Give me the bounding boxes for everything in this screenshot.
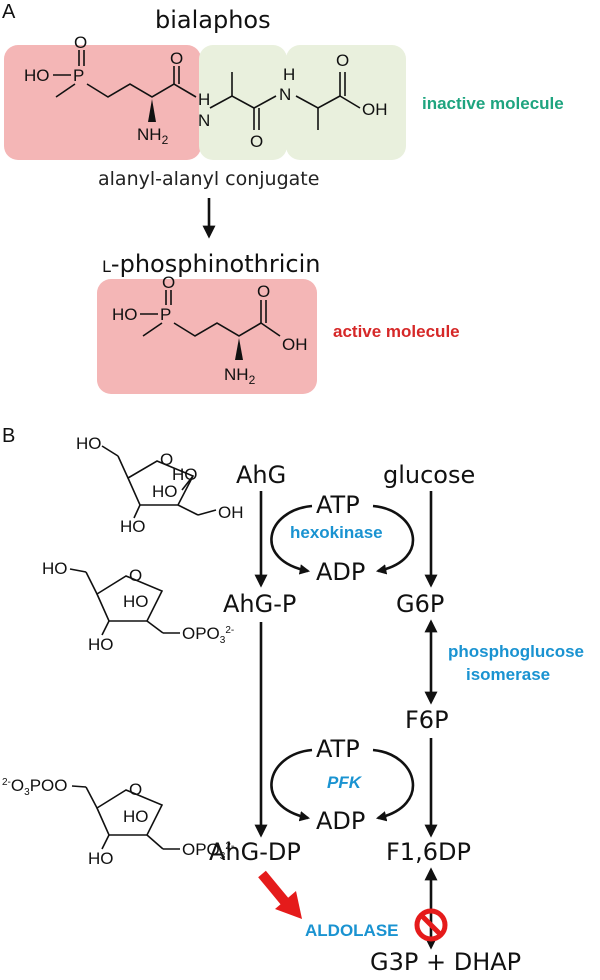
ppt-nh2: NH2 <box>224 365 256 387</box>
phosphoglucose-label: phosphoglucose <box>448 642 584 661</box>
phosphinothricin-structure: HO P O O OH NH2 <box>112 273 308 387</box>
ahg-p-structure: O HO HO HO OPO32- <box>42 559 234 654</box>
isomerase-label: isomerase <box>466 665 550 684</box>
active-molecule-label: active molecule <box>333 322 460 341</box>
ahg-p-label: AhG-P <box>223 590 296 618</box>
atp-label-1: ATP <box>316 491 360 519</box>
bialaphos-p-oxygen: O <box>74 33 87 52</box>
adp-label-1: ADP <box>316 558 365 586</box>
bialaphos-carbonyl-o1: O <box>170 49 183 68</box>
ahg-dp-structure: O 2-O3POO HO HO OPO32- <box>2 776 234 868</box>
ahgp-ho-top: HO <box>42 559 68 578</box>
bialaphos-title: bialaphos <box>155 6 271 34</box>
g6p-label: G6P <box>396 590 444 618</box>
inactive-molecule-label: inactive molecule <box>422 94 564 113</box>
bialaphos-carbonyl-o2: O <box>250 132 263 151</box>
ppt-ho: HO <box>112 305 138 324</box>
bialaphos-structure: HO P O O NH2 N H O N H O OH <box>24 33 388 151</box>
atp-adp-curve-left-2 <box>270 748 313 822</box>
pfk-label: PFK <box>327 773 363 792</box>
ahgdp-ring-o: O <box>129 780 142 799</box>
ahg-oh: OH <box>218 503 244 522</box>
bialaphos-acid-o: O <box>336 51 349 70</box>
aldolase-red-arrow <box>258 870 302 919</box>
atp-adp-curve-left-1 <box>270 504 313 575</box>
ahgp-ho-middle: HO <box>123 592 149 611</box>
inhibition-icon <box>414 908 448 942</box>
ahgp-ho-bottom: HO <box>88 635 114 654</box>
ahg-ho-top: HO <box>76 434 102 453</box>
ahgdp-opo3-left: 2-O3POO <box>2 776 68 798</box>
ahg-label: AhG <box>236 461 286 489</box>
phosphinothricin-title: L-phosphinothricin <box>102 250 320 278</box>
f6p-label: F6P <box>405 706 449 734</box>
atp-adp-curve-right-1 <box>372 504 415 575</box>
atp-adp-curve-right-2 <box>372 748 415 822</box>
ahg-ho-middle: HO <box>152 482 178 501</box>
glucose-label: glucose <box>383 461 475 489</box>
phosphinothricin-box <box>97 279 317 394</box>
panel-a-label: A <box>2 1 16 23</box>
products-label: G3P + DHAP <box>370 948 521 975</box>
ahgp-ring-o: O <box>129 566 142 585</box>
ppt-acid-o: O <box>257 282 270 301</box>
bialaphos-amide-n1: N <box>198 111 210 130</box>
conjugate-caption: alanyl-alanyl conjugate <box>98 168 319 190</box>
ahg-ho-bottom: HO <box>120 517 146 536</box>
ahg-structure: O HO HO HO HO OH <box>76 434 244 536</box>
atp-label-2: ATP <box>316 735 360 763</box>
adp-label-2: ADP <box>316 807 365 835</box>
panel-b-label: B <box>2 425 15 447</box>
active-moiety-box <box>4 45 201 160</box>
ahg-ho-right: HO <box>172 465 198 484</box>
bialaphos-amide-n2: N <box>279 85 291 104</box>
aldolase-label: ALDOLASE <box>305 921 399 940</box>
bialaphos-amide-h1: H <box>198 90 210 109</box>
f16dp-label: F1,6DP <box>386 838 471 866</box>
ppt-oh: OH <box>282 335 308 354</box>
ppt-p: P <box>160 305 171 324</box>
bialaphos-ho: HO <box>24 66 50 85</box>
hexokinase-label: hexokinase <box>290 523 383 542</box>
bialaphos-p: P <box>73 66 84 85</box>
bialaphos-nh2: NH2 <box>137 125 169 147</box>
ahgdp-opo3-right: OPO32- <box>182 840 234 862</box>
ahg-ring-o: O <box>160 450 173 469</box>
ahgdp-ho-middle: HO <box>123 807 149 826</box>
ahgdp-ho-bottom: HO <box>88 849 114 868</box>
ppt-p-oxygen: O <box>162 273 175 292</box>
ahg-dp-label: AhG-DP <box>209 838 301 866</box>
ahgp-opo3: OPO32- <box>182 624 234 646</box>
bialaphos-oh: OH <box>362 100 388 119</box>
alanine-box-2 <box>286 45 406 160</box>
bialaphos-amide-h2: H <box>283 65 295 84</box>
